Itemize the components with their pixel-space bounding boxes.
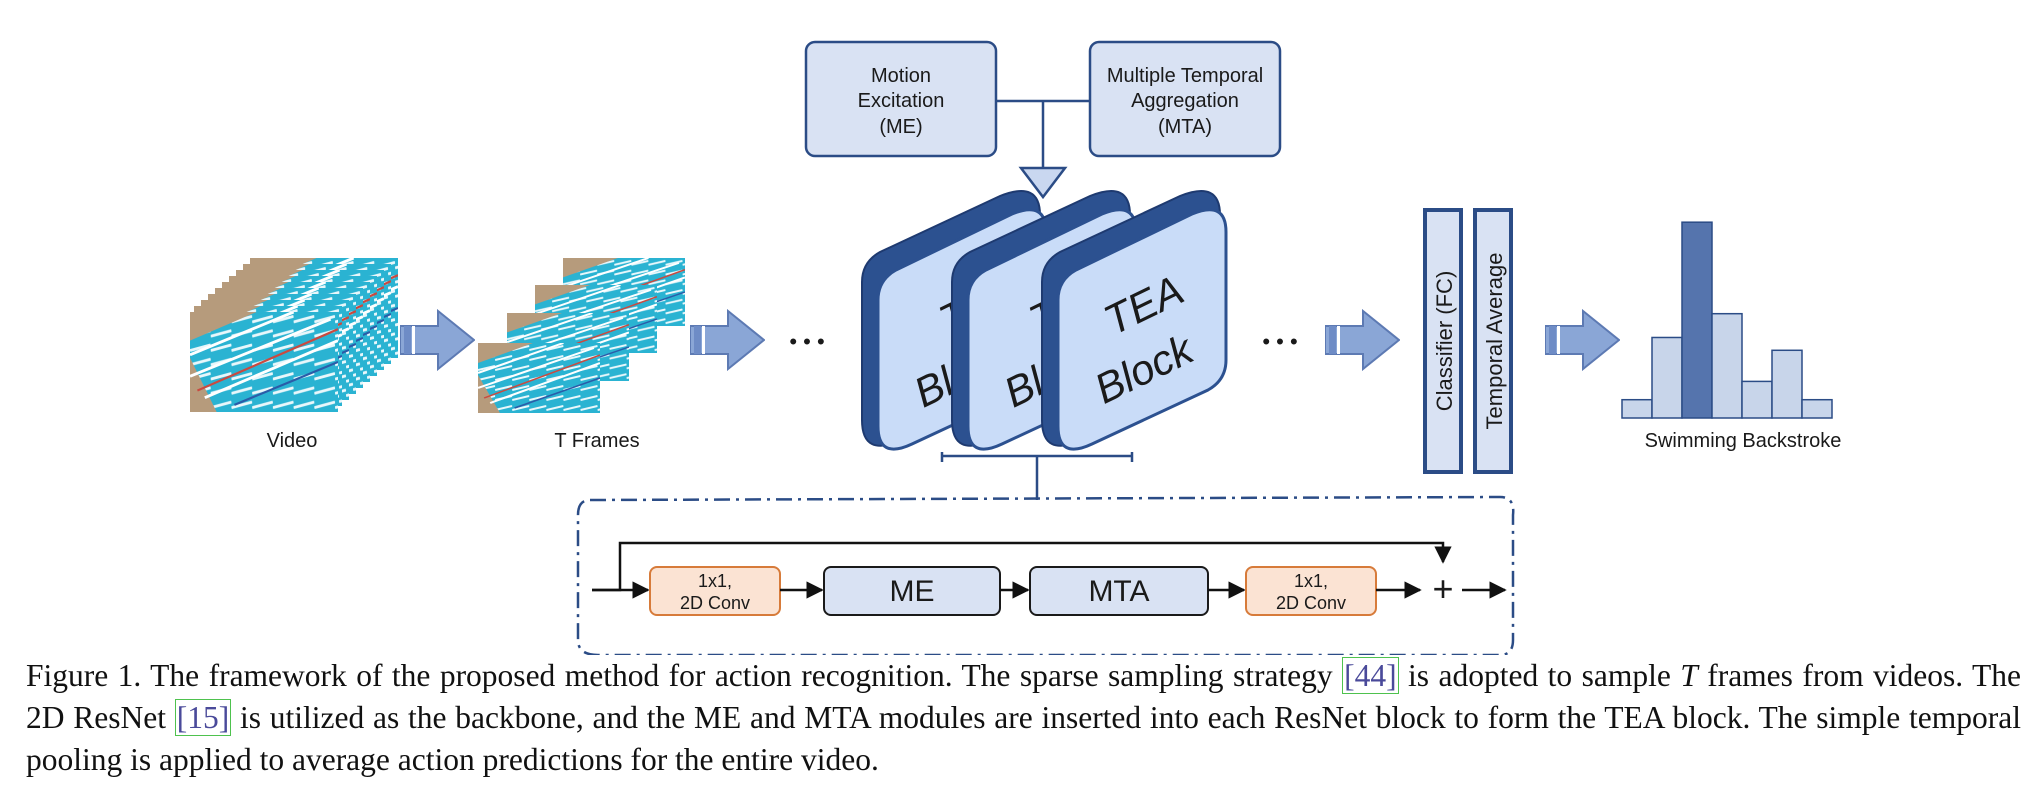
histogram-bar — [1711, 312, 1743, 419]
caption-text-2: is adopted to sample — [1398, 658, 1681, 693]
conv-1-line-2: 2D Conv — [680, 593, 750, 613]
me-detail-box: ME — [823, 566, 1001, 616]
me-line-1: Motion — [871, 65, 931, 87]
ellipsis-right: • • • — [1262, 329, 1297, 354]
histogram-bar — [1741, 380, 1773, 419]
arrow-blocks-to-classifier — [1325, 310, 1400, 370]
tea-block-3: TEA Block — [1041, 190, 1228, 451]
conv-2-line-2: 2D Conv — [1276, 593, 1346, 613]
histogram-bar — [1771, 349, 1803, 419]
video-label: Video — [267, 430, 318, 452]
arrow-frames-to-blocks — [690, 310, 765, 370]
mta-line-2: Aggregation — [1131, 90, 1239, 112]
module-connector — [996, 99, 1090, 200]
t-frames-label: T Frames — [554, 430, 639, 452]
framework-diagram: Motion Excitation (ME) Multiple Temporal… — [190, 40, 1842, 655]
caption-text-3: frames from videos. The 2D ResNet — [26, 658, 2021, 735]
me-detail-label: ME — [890, 575, 935, 608]
conv-1x1-second: 1x1, 2D Conv — [1245, 566, 1377, 616]
arrow-to-output — [1545, 310, 1620, 370]
caption-math-t: T — [1680, 658, 1698, 693]
tea-block-detail: 1x1, 2D Conv ME MTA 1x1, 2D Conv + — [576, 495, 1515, 655]
t-frames-stack — [478, 258, 685, 413]
caption-text-4: is utilized as the backbone, and the ME … — [26, 700, 2021, 777]
citation-15-link[interactable]: [15] — [174, 699, 232, 736]
output-class-label: Swimming Backstroke — [1645, 430, 1842, 452]
arrow-video-to-frames — [400, 310, 475, 370]
tea-block-bracket — [940, 452, 1134, 500]
mta-module-box: Multiple Temporal Aggregation (MTA) — [1088, 40, 1282, 158]
conv-2-line-1: 1x1, — [1294, 571, 1328, 591]
temporal-average-box: Temporal Average — [1473, 208, 1513, 474]
mta-line-1: Multiple Temporal — [1107, 65, 1263, 87]
mta-detail-box: MTA — [1029, 566, 1209, 616]
figure-caption: Figure 1. The framework of the proposed … — [26, 655, 2021, 781]
citation-44-link[interactable]: [44] — [1342, 657, 1399, 694]
output-histogram — [1621, 221, 1833, 419]
histogram-bar — [1681, 221, 1713, 419]
temporal-average-label: Temporal Average — [1482, 253, 1507, 430]
classifier-fc-label: Classifier (FC) — [1432, 271, 1457, 412]
histogram-bar — [1621, 398, 1653, 419]
ellipsis-left: • • • — [789, 329, 824, 354]
histogram-bar — [1801, 398, 1833, 419]
me-line-3: (ME) — [879, 116, 922, 138]
mta-detail-label: MTA — [1088, 575, 1149, 608]
me-line-2: Excitation — [858, 90, 945, 112]
sum-operator: + — [1432, 568, 1453, 609]
conv-1-line-1: 1x1, — [698, 571, 732, 591]
classifier-fc-box: Classifier (FC) — [1423, 208, 1463, 474]
caption-text-1: Figure 1. The framework of the proposed … — [26, 658, 1343, 693]
me-module-box: Motion Excitation (ME) — [804, 40, 998, 158]
video-frames-stack — [190, 258, 398, 412]
histogram-bar — [1651, 336, 1683, 419]
conv-1x1-first: 1x1, 2D Conv — [649, 566, 781, 616]
mta-line-3: (MTA) — [1158, 116, 1212, 138]
